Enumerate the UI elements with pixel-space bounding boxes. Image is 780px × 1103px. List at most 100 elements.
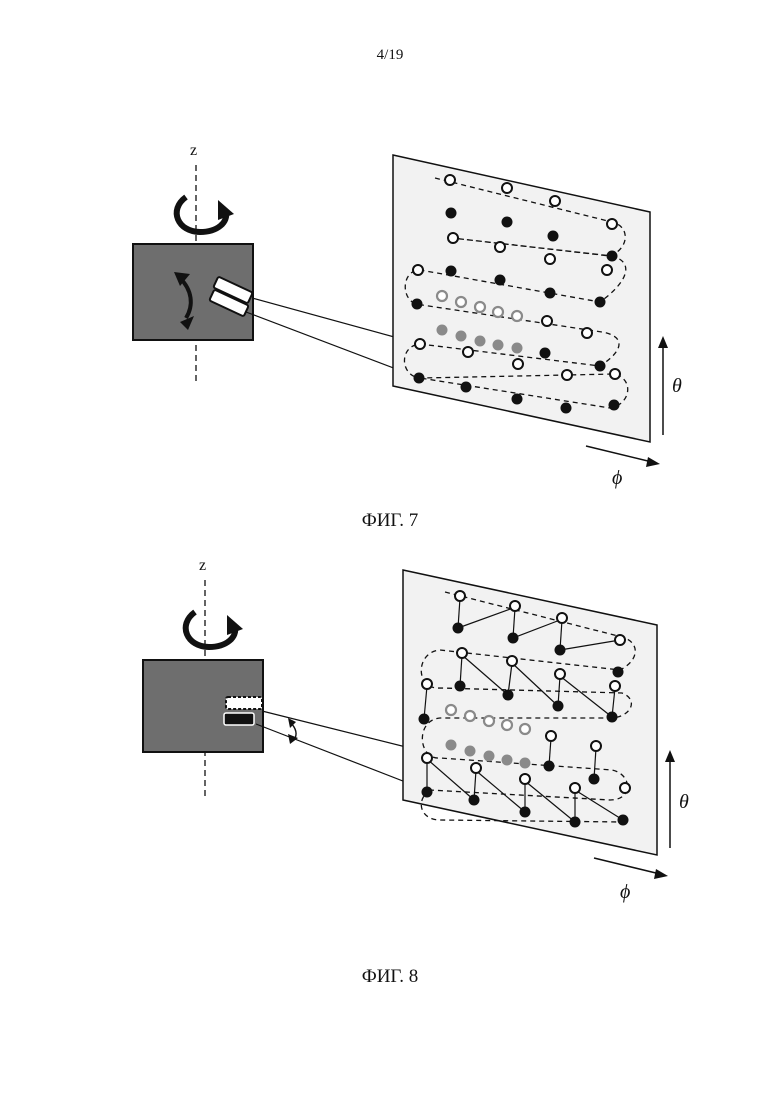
scan-dot-gray-hatched <box>484 716 494 726</box>
scan-dot <box>589 774 600 785</box>
scan-dot-gray <box>465 746 476 757</box>
scan-dot <box>553 701 564 712</box>
scan-dot-hatched <box>546 731 556 741</box>
figure-7-diagram: z <box>0 130 780 490</box>
scan-dot-hatched <box>448 233 458 243</box>
scan-dot <box>495 275 506 286</box>
scan-dot <box>613 667 624 678</box>
scan-dot-hatched <box>415 339 425 349</box>
scan-dot-hatched <box>510 601 520 611</box>
scan-dot-hatched <box>542 316 552 326</box>
figure-8-caption: ФИГ. 8 <box>0 966 780 988</box>
scan-dot-gray <box>502 755 513 766</box>
scan-dot <box>607 712 618 723</box>
beam-upper <box>262 711 426 752</box>
figure-8-diagram: z <box>0 548 780 908</box>
scan-dot-hatched <box>457 648 467 658</box>
scan-dot-hatched <box>557 613 567 623</box>
scan-dot-hatched <box>422 753 432 763</box>
scan-dot-hatched <box>610 681 620 691</box>
scan-dot <box>595 297 606 308</box>
scan-dot-hatched <box>591 741 601 751</box>
theta-arrowhead-icon <box>665 750 675 762</box>
scan-dot-hatched <box>582 328 592 338</box>
scan-dot-gray-hatched <box>502 720 512 730</box>
scan-dot-hatched <box>463 347 473 357</box>
scan-dot-gray-hatched <box>446 705 456 715</box>
scan-dot <box>512 394 523 405</box>
scan-dot <box>540 348 551 359</box>
scan-dot-hatched <box>495 242 505 252</box>
scan-dot-hatched <box>615 635 625 645</box>
phi-arrowhead-icon <box>646 457 660 467</box>
scan-dot-gray-hatched <box>520 724 530 734</box>
scan-dot-gray-hatched <box>456 297 466 307</box>
scan-dot-gray-hatched <box>512 311 522 321</box>
scan-dot <box>446 208 457 219</box>
scan-dot-hatched <box>607 219 617 229</box>
figure-7-caption: ФИГ. 7 <box>0 510 780 532</box>
scan-dot-hatched <box>555 669 565 679</box>
scan-dot-hatched <box>445 175 455 185</box>
scan-dot <box>412 299 423 310</box>
scan-dot-hatched <box>562 370 572 380</box>
scan-dot <box>422 787 433 798</box>
z-axis-label: z <box>190 142 197 159</box>
scan-dot-gray <box>512 343 523 354</box>
scan-dot-gray <box>437 325 448 336</box>
beam-lower <box>256 724 426 790</box>
scan-dot <box>618 815 629 826</box>
scan-dot <box>502 217 513 228</box>
scan-dot-gray <box>484 751 495 762</box>
scan-dot-hatched <box>513 359 523 369</box>
scan-dot <box>453 623 464 634</box>
theta-label: θ <box>672 375 682 397</box>
scan-dot <box>548 231 559 242</box>
scan-dot-hatched <box>507 656 517 666</box>
scan-dot-gray <box>475 336 486 347</box>
phi-label: ϕ <box>612 467 622 489</box>
scan-dot-gray <box>520 758 531 769</box>
scan-dot <box>419 714 430 725</box>
scan-dot-gray <box>493 340 504 351</box>
scan-dot <box>446 266 457 277</box>
scan-dot <box>607 251 618 262</box>
scan-dot <box>461 382 472 393</box>
scan-dot-hatched <box>570 783 580 793</box>
scan-dot <box>508 633 519 644</box>
phi-arrow <box>586 446 652 462</box>
page-number: 4/19 <box>0 47 780 64</box>
phi-label: ϕ <box>620 881 630 903</box>
scan-dot <box>544 761 555 772</box>
scan-dot-hatched <box>422 679 432 689</box>
scan-dot-hatched <box>602 265 612 275</box>
rotation-arrow-icon <box>186 612 243 647</box>
scan-dot-hatched <box>550 196 560 206</box>
scan-dot-gray-hatched <box>475 302 485 312</box>
scan-dot-hatched <box>502 183 512 193</box>
scan-dot-gray-hatched <box>465 711 475 721</box>
scan-dot-hatched <box>413 265 423 275</box>
scan-dot <box>414 373 425 384</box>
z-axis-label: z <box>199 557 206 574</box>
theta-label: θ <box>679 791 689 813</box>
scan-dot-hatched <box>471 763 481 773</box>
scan-dot-gray <box>456 331 467 342</box>
scan-dot <box>520 807 531 818</box>
rotation-arrow-icon <box>177 197 234 232</box>
scan-dot-gray-hatched <box>437 291 447 301</box>
scan-dot <box>555 645 566 656</box>
theta-arrowhead-icon <box>658 336 668 348</box>
scan-dot-hatched <box>620 783 630 793</box>
scan-dot <box>595 361 606 372</box>
scan-dot-hatched <box>520 774 530 784</box>
scan-dot-hatched <box>610 369 620 379</box>
phi-arrow <box>594 858 660 874</box>
scan-dot-gray <box>446 740 457 751</box>
scan-dot <box>561 403 572 414</box>
scan-dot <box>503 690 514 701</box>
scan-dot-hatched <box>455 591 465 601</box>
scan-dot <box>545 288 556 299</box>
phi-arrowhead-icon <box>654 869 668 879</box>
scan-dot <box>609 400 620 411</box>
